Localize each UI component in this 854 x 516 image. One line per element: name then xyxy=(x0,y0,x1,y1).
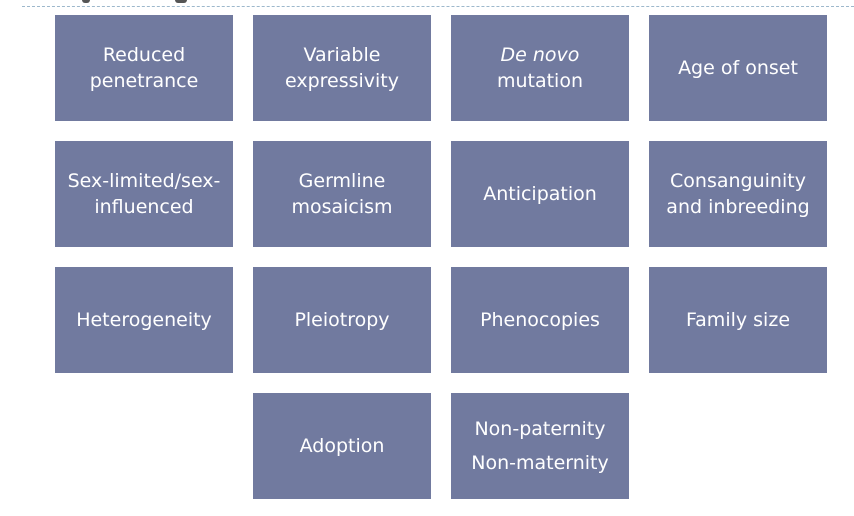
concept-box: Variable expressivity xyxy=(253,15,431,121)
concept-label: Pleiotropy xyxy=(294,307,389,333)
concept-label-line: Pleiotropy xyxy=(294,309,390,331)
concept-label-line: Adoption xyxy=(299,435,385,457)
concept-label: Sex-limited/sex-influenced xyxy=(68,168,221,220)
concept-label-line: Sex-limited/sex- xyxy=(67,170,221,192)
concept-label-line: Non-paternity xyxy=(474,418,606,440)
concept-label-line: Family size xyxy=(685,309,791,331)
concept-label: Adoption xyxy=(300,433,385,459)
concept-label-line: De novo xyxy=(500,44,580,66)
concept-box: Anticipation xyxy=(451,141,629,247)
concept-box: Sex-limited/sex-influenced xyxy=(55,141,233,247)
concept-box: Adoption xyxy=(253,393,431,499)
concept-box: Reduced penetrance xyxy=(55,15,233,121)
concept-box: Pleiotropy xyxy=(253,267,431,373)
concept-box: Consanguinity and inbreeding xyxy=(649,141,827,247)
concept-label: Heterogeneity xyxy=(76,307,212,333)
concept-label-line: Consanguinity xyxy=(670,170,806,192)
concept-label-line: Anticipation xyxy=(483,183,597,205)
concept-box: Germline mosaicism xyxy=(253,141,431,247)
concept-label-line: Heterogeneity xyxy=(76,309,212,331)
concept-label: Consanguinity and inbreeding xyxy=(666,168,809,220)
concept-label-line: Reduced xyxy=(102,44,186,66)
concept-label: De novo mutation xyxy=(497,42,583,94)
concept-label: Germline mosaicism xyxy=(291,168,392,220)
concept-label: Reduced penetrance xyxy=(90,42,199,94)
concept-label-line: Non-maternity xyxy=(471,452,609,474)
concept-label-line: influenced xyxy=(94,196,194,218)
title-fragment xyxy=(82,0,90,3)
concept-box: De novo mutation xyxy=(451,15,629,121)
concept-label: Variable expressivity xyxy=(285,42,399,94)
title-fragment xyxy=(175,0,187,3)
concept-label: Age of onset xyxy=(678,55,798,81)
concept-box: Phenocopies xyxy=(451,267,629,373)
concept-label: Phenocopies xyxy=(480,307,600,333)
title-divider xyxy=(22,6,854,7)
concept-label-line: expressivity xyxy=(284,70,400,92)
concept-label: Family size xyxy=(686,307,790,333)
concept-label-line: mosaicism xyxy=(291,196,393,218)
concept-label-line: penetrance xyxy=(89,70,199,92)
concept-label-line: Variable xyxy=(303,44,381,66)
concept-label-line: Germline xyxy=(298,170,386,192)
concept-box: Age of onset xyxy=(649,15,827,121)
concept-label-line: Age of onset xyxy=(678,57,798,79)
concept-box: Family size xyxy=(649,267,827,373)
concept-label-line: mutation xyxy=(496,70,584,92)
concept-label-line: and inbreeding xyxy=(666,196,810,218)
concept-box: Heterogeneity xyxy=(55,267,233,373)
concept-label: Anticipation xyxy=(483,181,597,207)
concept-label-line: Phenocopies xyxy=(480,309,600,331)
